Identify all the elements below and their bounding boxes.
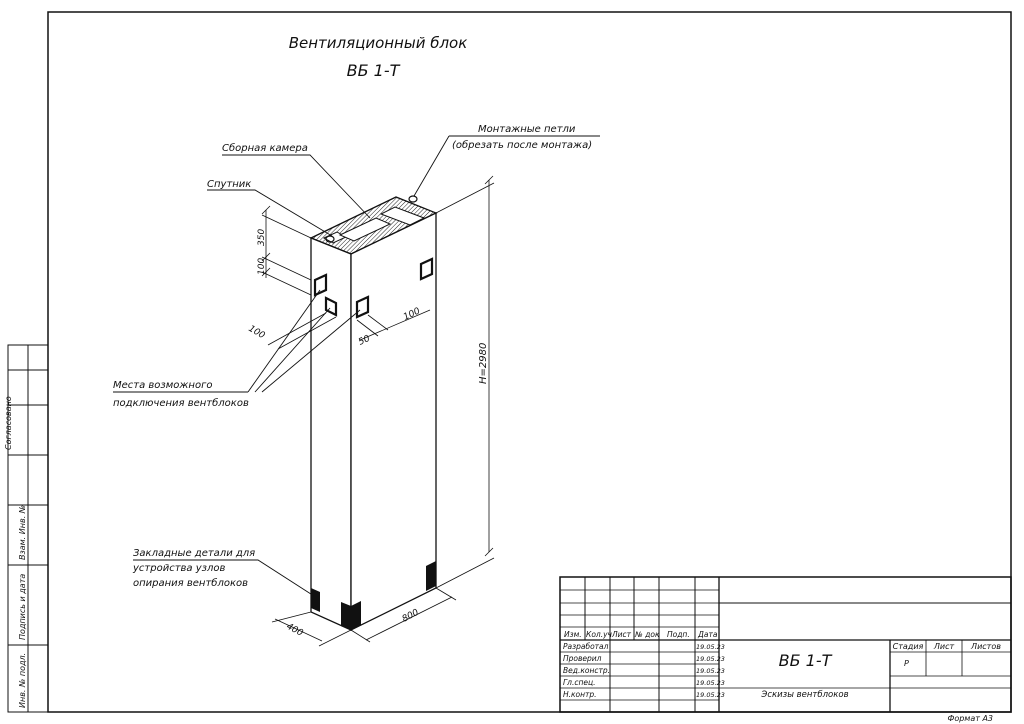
tb-row-date: 19.05.23 (696, 691, 725, 699)
title-block (559, 576, 1012, 713)
ventilation-block (309, 195, 438, 632)
side-sign-date-label: Подпись и дата (18, 574, 27, 640)
tb-header-sign: Подп. (667, 630, 690, 639)
tb-stage-value: Р (904, 659, 909, 668)
dim-height: H=2980 (478, 343, 489, 384)
tb-row-role: Вед.констр. (563, 666, 610, 675)
side-agreed-label: Согласовано (4, 396, 13, 450)
callout-connection-1: Места возможного (113, 380, 212, 391)
callout-lifting-loops-2: (обрезать после монтажа) (452, 139, 592, 151)
drawing-title-line2: ВБ 1-Т (347, 61, 401, 80)
callout-lifting-loops-1: Монтажные петли (478, 124, 576, 135)
tb-row-date: 19.05.23 (696, 655, 725, 663)
callout-connection-2: подключения вентблоков (113, 397, 249, 409)
tb-row-date: 19.05.23 (696, 679, 725, 687)
dim-100-left: 100 (247, 324, 267, 341)
tb-sheet-title: Эскизы вентблоков (760, 690, 848, 700)
tb-row-date: 19.05.23 (696, 667, 725, 675)
tb-designation: ВБ 1-Т (779, 651, 833, 670)
tb-stage-label: Стадия (893, 642, 924, 651)
side-stamp: Согласовано Взам. Инв. № Подпись и дата … (4, 344, 49, 713)
tb-row-role: Проверил (563, 654, 602, 663)
callout-embedded-1: Закладные детали для (133, 548, 255, 559)
dim-800: 800 (401, 608, 421, 625)
side-inv-orig-label: Инв. № подл. (18, 653, 27, 708)
tb-sheets-label: Листов (970, 642, 1001, 651)
tb-header-izm: Изм. (564, 630, 582, 639)
format-label: Формат А3 (947, 714, 993, 723)
tb-header-doc: № док (634, 630, 660, 639)
drawing-title-line1: Вентиляционный блок (289, 34, 468, 52)
dimension-lines (261, 175, 495, 647)
tb-row-date: 19.05.23 (696, 643, 725, 651)
tb-header-kol: Кол.уч (586, 630, 613, 639)
callout-embedded-2: устройства узлов (132, 563, 225, 574)
tb-row-role: Разработал (563, 642, 609, 651)
callout-satellite: Спутник (207, 179, 251, 190)
tb-row-role: Гл.спец. (563, 678, 596, 687)
tb-row-role: Н.контр. (563, 690, 597, 699)
dim-100-top: 100 (257, 258, 267, 275)
tb-sheet-label: Лист (933, 642, 955, 651)
dim-400: 400 (285, 622, 305, 639)
side-inv-replace-label: Взам. Инв. № (18, 505, 27, 560)
leader-lines (113, 135, 600, 597)
tb-header-list: Лист (611, 630, 632, 639)
dim-350: 350 (257, 229, 267, 246)
callout-collection-chamber: Сборная камера (222, 142, 308, 154)
dim-50: 50 (357, 334, 372, 348)
sheet-frame (47, 11, 1012, 713)
tb-header-date: Дата (697, 630, 718, 639)
callout-embedded-3: опирания вентблоков (133, 577, 248, 589)
